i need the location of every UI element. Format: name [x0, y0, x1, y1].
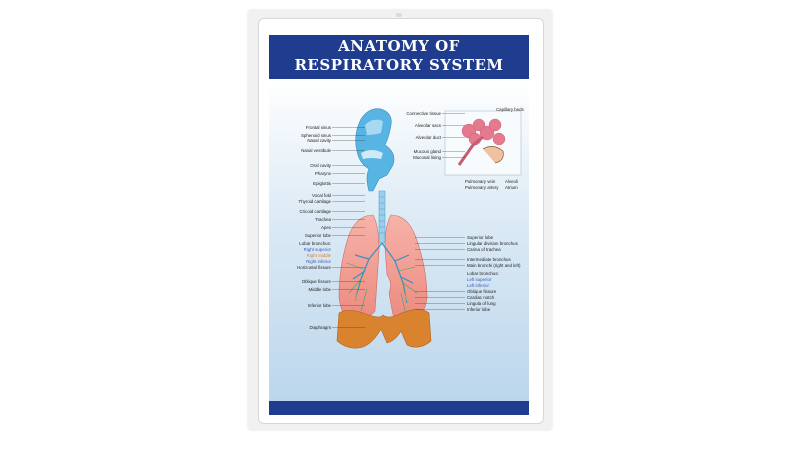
- label-right-5: Lobar bronchus:: [467, 271, 499, 276]
- label-left-18: Oblique fissure: [302, 279, 332, 284]
- label-inset-7: Pulmonary artery: [465, 185, 499, 190]
- bronchiole-branch: [457, 135, 484, 166]
- label-right-6: Left superior: [467, 277, 492, 282]
- poster-frame: ANATOMY OF RESPIRATORY SYSTEM: [258, 18, 544, 424]
- label-right-9: Cardiac notch: [467, 295, 495, 300]
- trachea-rings: [379, 196, 385, 234]
- label-left-2: Nasal cavity: [307, 138, 331, 143]
- label-left-12: Superior lobe: [305, 233, 332, 238]
- label-left-10: Trachea: [315, 217, 332, 222]
- poster-title-line-1: ANATOMY OF: [338, 37, 460, 55]
- label-left-4: Oral cavity: [310, 163, 332, 168]
- poster-title-line-2: RESPIRATORY SYSTEM: [294, 56, 504, 74]
- label-inset-1: Alveolar sacs: [415, 123, 442, 128]
- label-left-14: Right superior: [304, 247, 332, 252]
- hanging-hole: [396, 13, 402, 17]
- label-left-8: Thyroid cartilage: [299, 199, 332, 204]
- label-right-8: Oblique fissure: [467, 289, 497, 294]
- label-left-0: Frontal sinus: [306, 125, 332, 130]
- label-left-21: Diaphragm: [310, 325, 332, 330]
- bronchial-tree: [352, 242, 414, 304]
- label-inset-2: Alveolar duct: [416, 135, 442, 140]
- poster-board: ANATOMY OF RESPIRATORY SYSTEM: [248, 10, 552, 430]
- capillary-vessels: [482, 146, 504, 164]
- pulmonary-arteries: [348, 264, 410, 306]
- label-inset-0: Connective tissue: [406, 111, 441, 116]
- label-left-11: Apex: [321, 225, 332, 230]
- label-inset-9: Atrium: [505, 185, 518, 190]
- label-left-1: Sphenoid sinus: [301, 133, 332, 138]
- label-right-0: Superior lobe: [467, 235, 494, 240]
- label-left-16: Right inferior: [306, 259, 331, 264]
- label-right-11: Inferior lobe: [467, 307, 491, 312]
- label-inset-4: Mucosal lining: [413, 155, 441, 160]
- label-inset-6: Pulmonary vein: [465, 179, 496, 184]
- label-left-5: Pharynx: [315, 171, 332, 176]
- label-left-9: Cricoid cartilage: [300, 209, 332, 214]
- label-left-3: Nasal vestibule: [301, 148, 331, 153]
- label-inset-5: Capillary beds: [496, 107, 525, 112]
- label-left-19: Middle lobe: [309, 287, 332, 292]
- oral-cavity-shape: [361, 150, 383, 159]
- label-right-10: Lingula of lung: [467, 301, 496, 306]
- label-left-20: Inferior lobe: [308, 303, 332, 308]
- alveoli-cluster: [461, 118, 506, 146]
- label-inset-3: Mucous gland: [414, 149, 442, 154]
- footer-banner: [269, 401, 529, 415]
- pulmonary-vessels: [346, 262, 418, 312]
- trachea-shape: [378, 190, 386, 244]
- label-left-6: Epiglottis: [313, 181, 332, 186]
- label-left-13: Lobar bronchus:: [299, 241, 331, 246]
- label-right-4: Main bronchi (right and left): [467, 263, 521, 268]
- label-right-2: Carina of trachea: [467, 247, 501, 252]
- label-left-17: Horizontal fissure: [297, 265, 331, 270]
- diaphragm-shape: [336, 309, 432, 349]
- label-left-7: Vocal fold: [312, 193, 332, 198]
- head-airway-illustration: [355, 108, 395, 192]
- label-inset-8: Alveoli: [505, 179, 518, 184]
- label-right-7: Left inferior: [467, 283, 490, 288]
- nasal-cavity-shape: [365, 119, 383, 135]
- label-left-15: Right middle: [307, 253, 332, 258]
- label-right-1: Lingular division bronchus: [467, 241, 519, 246]
- label-right-3: Intermediate bronchus: [467, 257, 511, 262]
- title-banner: ANATOMY OF RESPIRATORY SYSTEM: [269, 35, 529, 79]
